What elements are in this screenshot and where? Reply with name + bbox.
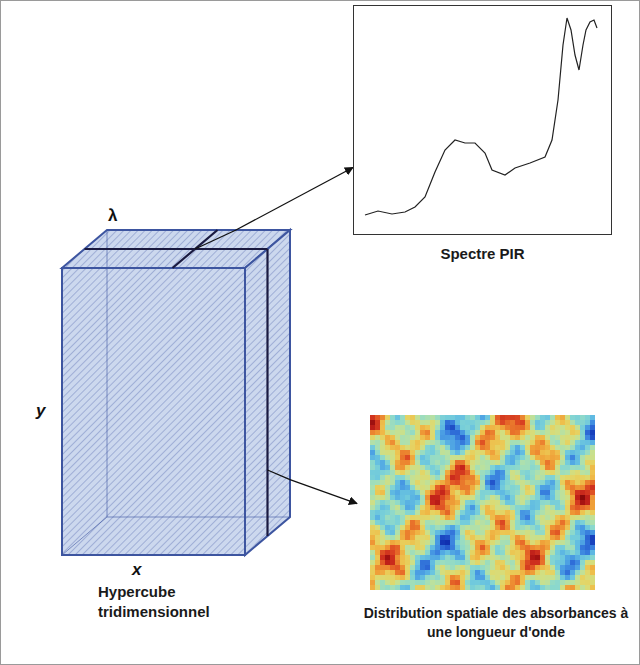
- spectrum-frame: [353, 5, 612, 235]
- x-axis: x: [132, 561, 141, 578]
- cube-caption: Hypercube tridimensionnel: [98, 582, 248, 622]
- absorbance-map: Distribution spatiale des absorbances à …: [357, 415, 635, 642]
- spectrum-panel: Spectre PIR: [353, 5, 612, 263]
- cube-hidden-edge: [107, 230, 108, 517]
- leader-line: [268, 470, 291, 480]
- y-axis: y: [36, 402, 45, 419]
- spectral-line: [85, 248, 268, 250]
- arrow-connector: [236, 168, 353, 230]
- cube-front-face: [62, 268, 245, 555]
- image-plane-line: [266, 249, 268, 536]
- leader-line: [195, 230, 236, 249]
- hypercube: Hypercube tridimensionnel: [62, 230, 290, 630]
- cube-hidden-edge: [62, 517, 290, 555]
- absorbance-heatmap: [370, 415, 595, 590]
- arrow-connector: [290, 480, 357, 504]
- spectrum-curve: [365, 18, 597, 215]
- cube-side-face: [245, 230, 290, 555]
- wavelength-axis: λ: [108, 207, 117, 224]
- spectrum-caption: Spectre PIR: [353, 244, 612, 263]
- map-caption: Distribution spatiale des absorbances à …: [357, 604, 635, 642]
